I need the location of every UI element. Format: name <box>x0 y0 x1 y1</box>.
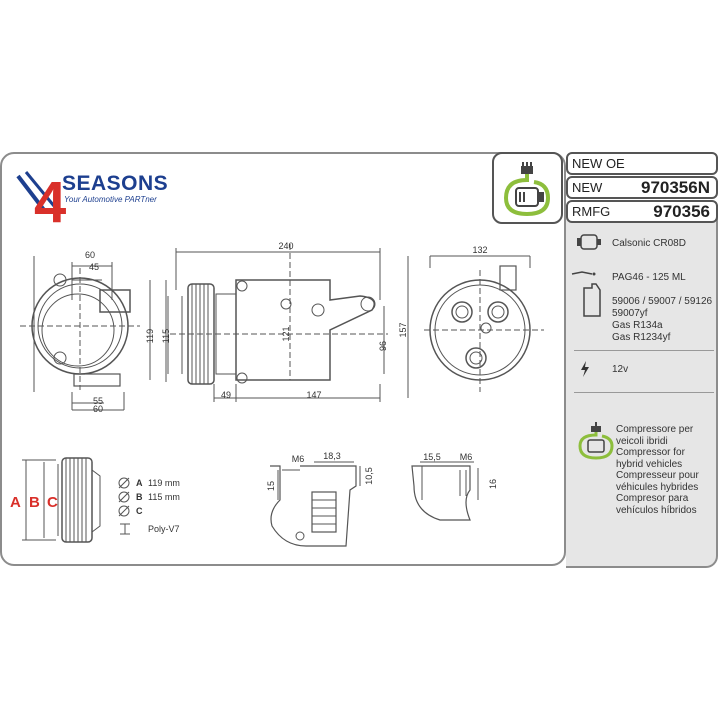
hybrid-note-line: Compressore per <box>616 424 694 435</box>
pulley-letter-c: C <box>136 506 143 516</box>
front-view-drawing <box>167 244 388 402</box>
pulley-label-a: A <box>10 494 21 511</box>
dim-label: 147 <box>306 390 321 400</box>
compressor-icon <box>577 234 601 250</box>
hybrid-note-line: Compresor para <box>616 493 689 504</box>
pulley-label-b: B <box>29 494 40 511</box>
dim-label: 132 <box>472 245 487 255</box>
dim-label: 121 <box>281 326 291 341</box>
side-view-drawing <box>20 256 167 411</box>
hybrid-small-icon <box>578 422 614 460</box>
pulley-drawing <box>22 457 130 543</box>
hybrid-note-line: Compressor for <box>616 447 685 458</box>
compressor-model: Calsonic CR08D <box>612 238 686 249</box>
pulley-value-a: 119 mm <box>148 478 180 488</box>
oil-reference: 59006 / 59007 / 59126 <box>612 296 713 307</box>
port-detail-2 <box>411 461 479 521</box>
dim-label: 15,5 <box>423 452 441 462</box>
pulley-label-c: C <box>47 494 58 511</box>
brand-digit: 4 <box>34 170 66 226</box>
divider <box>574 392 714 393</box>
hybrid-note-line: hybrid vehicles <box>616 458 683 470</box>
dim-label: 96 <box>378 341 388 351</box>
brand-tagline: Your Automotive PARTner <box>64 195 157 204</box>
hybrid-note-line: vehículos híbridos <box>616 504 697 516</box>
new-oe-label: NEW OE <box>572 156 625 171</box>
gas-type: Gas R134a <box>612 320 663 331</box>
dim-label: 45 <box>89 262 99 272</box>
gas-type: Gas R1234yf <box>612 332 671 343</box>
dim-label: M6 <box>460 452 473 462</box>
dim-label: 60 <box>93 404 103 414</box>
dim-label: 60 <box>85 250 95 260</box>
dim-label: M6 <box>292 454 305 464</box>
dim-label: 18,3 <box>323 451 341 461</box>
oil-reference: 59007yf <box>612 308 648 319</box>
drawing-sheet <box>0 152 566 566</box>
lightning-icon <box>581 361 589 377</box>
dim-label: 49 <box>221 390 231 400</box>
dim-label: 55 <box>93 396 103 406</box>
dim-label: 15 <box>266 481 276 491</box>
hybrid-plug-icon <box>503 162 551 217</box>
port-detail-1 <box>270 461 361 547</box>
oil-type: PAG46 - 125 ML <box>612 272 686 283</box>
dim-label: 10,5 <box>364 467 374 485</box>
technical-drawing: 60 45 119 115 55 60 240 121 96 49 147 13… <box>20 241 544 547</box>
brand-4-mark: 4 <box>16 170 66 226</box>
brand-logo: 4 SEASONS Your Automotive PARTner <box>14 166 194 226</box>
pulley-letter-b: B <box>136 492 143 502</box>
dim-label: 115 <box>161 329 171 343</box>
dim-label: 240 <box>278 241 293 251</box>
hybrid-note-line: Compresseur pour <box>616 470 699 481</box>
rmfg-code-row: RMFG 970356 <box>566 200 718 223</box>
new-code-value: 970356N <box>640 177 710 197</box>
new-code-row: NEW 970356N <box>566 176 718 199</box>
hybrid-icon-box <box>492 152 563 224</box>
pulley-value-b: 115 mm <box>148 492 180 502</box>
belt-type: Poly-V7 <box>148 524 180 534</box>
pulley-letter-a: A <box>136 478 143 488</box>
new-oe-row: NEW OE <box>566 152 718 175</box>
dim-label: 157 <box>398 322 408 337</box>
brand-name: SEASONS <box>62 172 169 195</box>
rear-view-drawing <box>407 255 544 398</box>
voltage: 12v <box>612 364 629 375</box>
dim-label: 16 <box>488 479 498 489</box>
dim-label: 119 <box>145 329 155 343</box>
hybrid-note-line: véhicules hybrides <box>616 481 699 493</box>
hybrid-note: Compressore per veicoli ibridi Compresso… <box>616 424 699 516</box>
oil-can-icon <box>571 271 601 317</box>
hybrid-note-line: veicoli ibridi <box>616 435 668 447</box>
rmfg-label: RMFG <box>572 204 611 219</box>
rmfg-code-value: 970356 <box>653 201 710 221</box>
oil-reference-list: 59006 / 59007 / 59126 59007yf Gas R134a … <box>612 296 712 344</box>
new-label: NEW <box>572 180 603 195</box>
divider <box>574 350 714 351</box>
